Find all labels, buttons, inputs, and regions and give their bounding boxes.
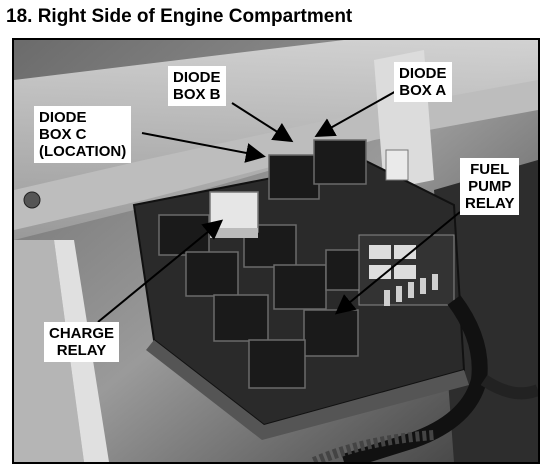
callout-charge-relay: CHARGE RELAY [44,322,120,362]
callout-line: DIODE [399,65,447,82]
callout-line: CHARGE [49,325,115,342]
engine-compartment-photo [12,38,540,464]
callout-line: RELAY [56,342,107,359]
callout-line: (LOCATION) [39,143,127,160]
callout-line: DIODE [173,69,221,86]
callout-line: PUMP [468,178,512,195]
engine-photo-drawing [14,40,538,462]
callout-line: BOX C [39,126,87,143]
figure-title: 18. Right Side of Engine Compartment [6,6,353,27]
callout-fuel-pump-relay: FUEL PUMP RELAY [460,158,520,215]
callout-line: BOX A [399,82,447,99]
callout-diode-box-a: DIODE BOX A [394,62,452,102]
callout-line: DIODE [39,109,87,126]
callout-line: BOX B [173,86,221,103]
callout-diode-box-c: DIODE BOX C (LOCATION) [34,106,132,163]
callout-line: RELAY [465,195,515,212]
callout-diode-box-b: DIODE BOX B [168,66,226,106]
callout-line: FUEL [470,161,510,178]
